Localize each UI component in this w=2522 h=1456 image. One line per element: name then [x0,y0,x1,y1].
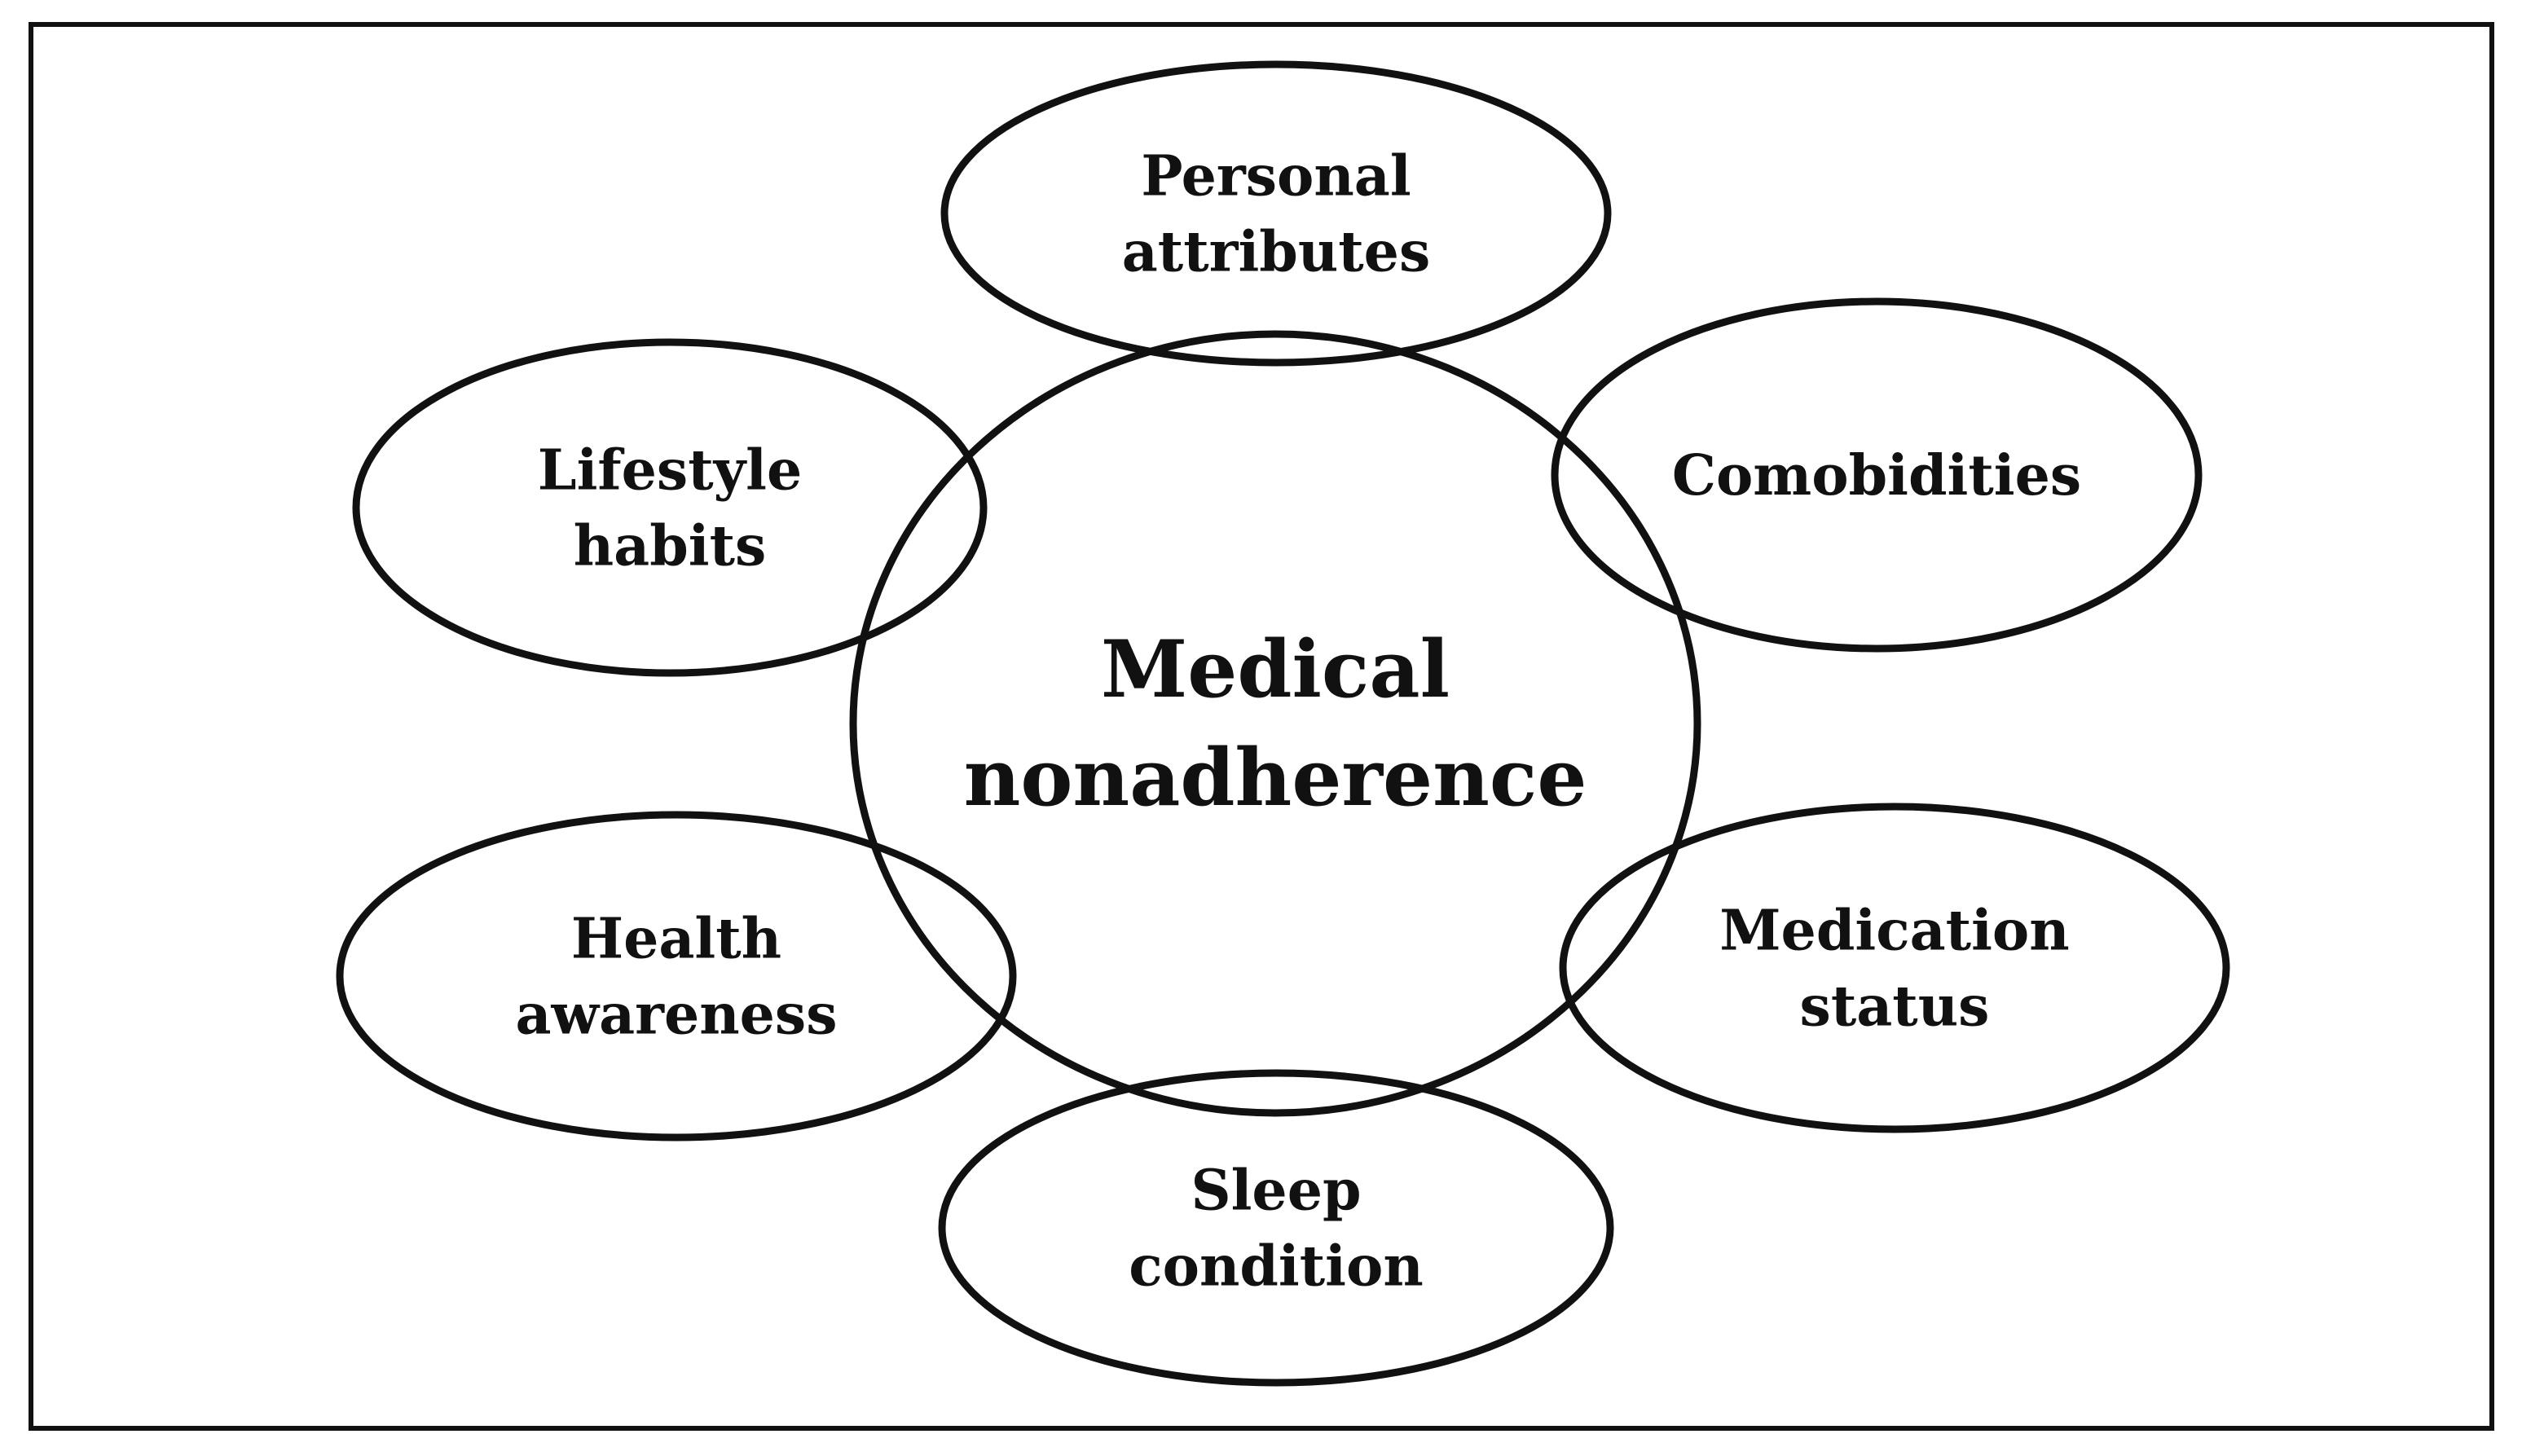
factor-ellipse-sleep-condition [938,1069,1614,1387]
factor-label-comobidities-line: Comobidities [1672,443,2081,508]
factor-label-health-awareness-line: Health [571,906,781,971]
factor-ellipse-medication-status [1559,803,2230,1133]
center-label: Medical nonadherence [964,623,1587,824]
factor-label-comobidities: Comobidities [1672,443,2081,508]
factor-label-sleep-condition-line: condition [1129,1234,1424,1299]
factor-label-personal-attributes-line: attributes [1122,219,1430,284]
factor-label-medication-status: Medication status [1719,898,2069,1039]
factor-ellipse-personal-attributes [940,60,1612,367]
center-circle [849,330,1701,1117]
factor-label-health-awareness: Health awareness [515,906,837,1047]
center-label-line: Medical [1101,623,1450,715]
factor-label-lifestyle-habits-line: Lifestyle [538,438,802,503]
factor-label-personal-attributes-line: Personal [1141,143,1411,209]
factor-ellipse-health-awareness [336,811,1017,1141]
factor-label-medication-status-line: Medication [1719,898,2069,963]
factor-label-sleep-condition-line: Sleep [1191,1158,1361,1223]
factor-label-sleep-condition: Sleep condition [1129,1158,1424,1299]
factor-ellipse-comobidities [1551,297,2203,653]
factor-ellipse-lifestyle-habits [352,338,988,677]
center-label-line: nonadherence [964,732,1587,824]
factor-label-personal-attributes: Personal attributes [1122,143,1430,284]
factor-label-medication-status-line: status [1800,974,1990,1039]
factor-label-lifestyle-habits-line: habits [574,513,767,578]
factor-label-lifestyle-habits: Lifestyle habits [538,438,802,578]
outer-frame [29,22,2494,1431]
factor-label-health-awareness-line: awareness [515,982,837,1047]
